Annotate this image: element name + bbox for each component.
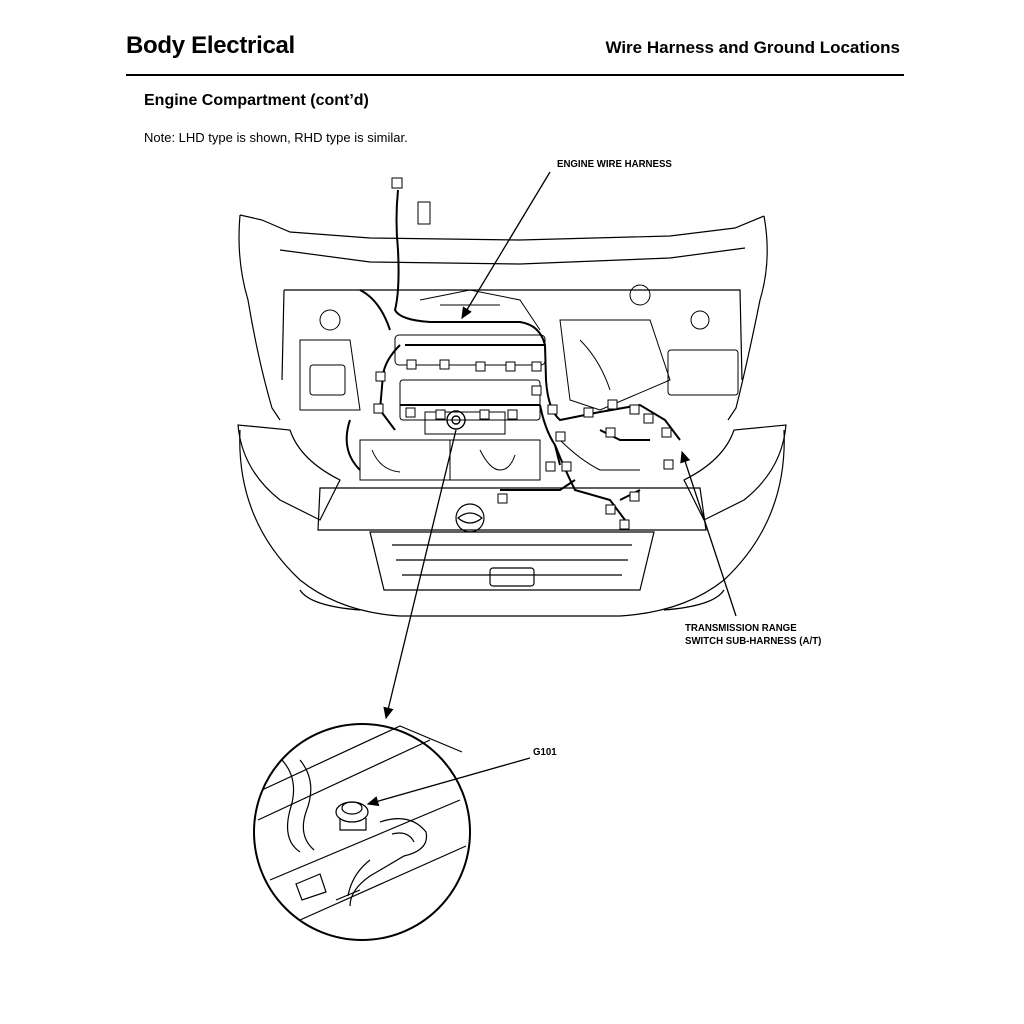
page-title: Body Electrical bbox=[126, 32, 295, 59]
g101-ground-point bbox=[446, 410, 466, 430]
label-transmission-line2: SWITCH SUB-HARNESS (A/T) bbox=[685, 635, 822, 647]
callout-leaders bbox=[366, 171, 737, 807]
harness-connectors bbox=[373, 177, 674, 530]
header-rule bbox=[126, 74, 904, 76]
g101-detail-view bbox=[253, 723, 471, 941]
engine-block bbox=[299, 284, 739, 481]
label-g101: G101 bbox=[533, 746, 557, 758]
vehicle-outline bbox=[237, 214, 787, 617]
section-title: Engine Compartment (cont’d) bbox=[144, 92, 369, 109]
section-note: Note: LHD type is shown, RHD type is sim… bbox=[144, 130, 408, 145]
label-transmission-line1: TRANSMISSION RANGE bbox=[685, 622, 797, 634]
label-engine-wire-harness: ENGINE WIRE HARNESS bbox=[557, 158, 672, 170]
page-subtitle: Wire Harness and Ground Locations bbox=[605, 38, 900, 57]
